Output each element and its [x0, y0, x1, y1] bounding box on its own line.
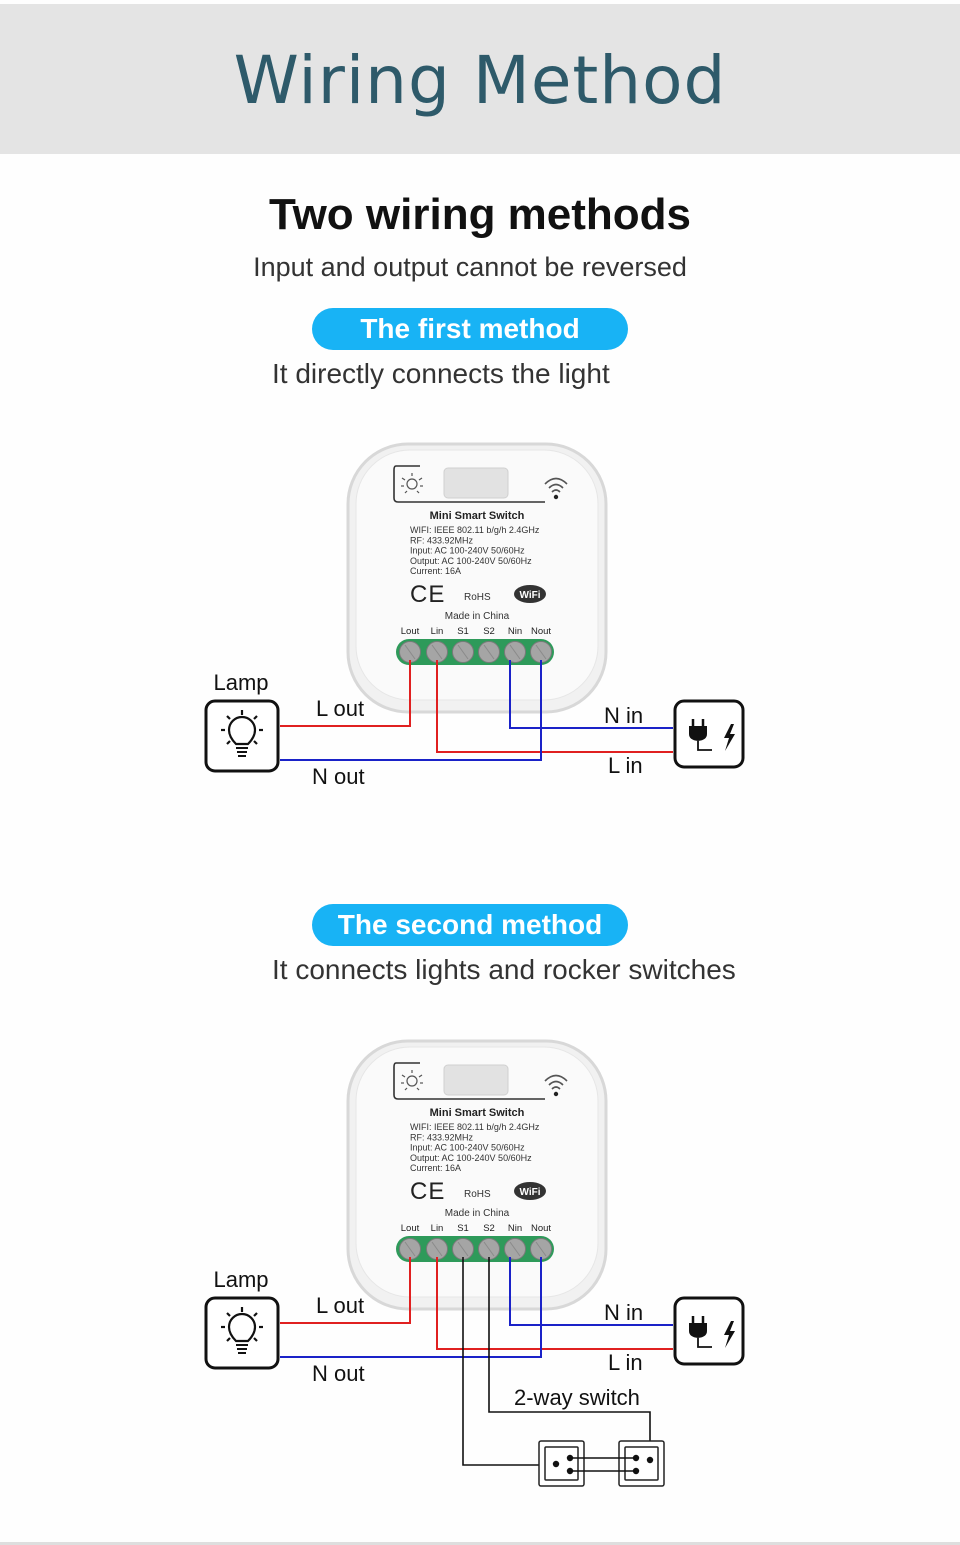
wifi-signal-icon: [544, 1074, 568, 1097]
wire-n-in: [509, 1257, 673, 1326]
lightning-icon: [724, 724, 735, 751]
method-2-description: It connects lights and rocker switches: [272, 954, 736, 985]
l-in-label: L in: [608, 1350, 643, 1375]
terminal-label: Lin: [431, 626, 444, 637]
button-outline: [393, 465, 545, 503]
svg-text:WiFi: WiFi: [519, 590, 540, 601]
two-way-switch-label: 2-way switch: [514, 1385, 640, 1410]
terminal-label: S1: [457, 626, 469, 637]
device-spec-line: Current: 16A: [410, 566, 461, 576]
terminal-label: Lout: [401, 626, 420, 637]
method-1-badge: The first method: [312, 308, 628, 350]
n-in-label: N in: [604, 1300, 643, 1325]
power-source-box: [673, 699, 745, 769]
power-source-box: [673, 1296, 745, 1366]
wire-l-in: [436, 1257, 673, 1350]
header-banner: Wiring Method: [0, 4, 960, 154]
rocker-switch-1: [538, 1440, 585, 1487]
terminal-label: S2: [483, 626, 495, 637]
button-outline: [393, 1062, 545, 1100]
svg-text:WiFi: WiFi: [519, 1187, 540, 1198]
wire-l-out: [280, 1257, 411, 1324]
wire-l-out: [280, 660, 411, 727]
wire-n-out: [280, 1257, 542, 1358]
origin-label: Made in China: [445, 1208, 510, 1219]
l-out-label: L out: [316, 1293, 364, 1318]
n-out-label: N out: [312, 1361, 365, 1386]
section-title: Two wiring methods: [268, 190, 692, 239]
wire-n-out: [280, 660, 542, 761]
device-face: [355, 1046, 599, 1298]
terminal-label: Nin: [508, 626, 522, 637]
lamp-box: [204, 1296, 280, 1370]
l-in-label: L in: [608, 753, 643, 778]
wifi-logo-icon: WiFi: [514, 1182, 546, 1200]
led-window: [443, 1064, 509, 1096]
method-1-description: It directly connects the light: [272, 358, 610, 389]
terminal-label: Nout: [531, 1223, 551, 1234]
rohs-label: RoHS: [464, 1189, 491, 1200]
n-in-label: N in: [604, 703, 643, 728]
wifi-logo-icon: WiFi: [514, 585, 546, 603]
wire-l-in: [436, 660, 673, 753]
device-spec-line: Output: AC 100-240V 50/60Hz: [410, 556, 532, 566]
bulb-indicator-icon: [401, 473, 423, 494]
terminal-label: S1: [457, 1223, 469, 1234]
device-spec-line: Output: AC 100-240V 50/60Hz: [410, 1153, 532, 1163]
device-face: [355, 449, 599, 701]
section-subtitle: Input and output cannot be reversed: [253, 252, 687, 282]
n-out-label: N out: [312, 764, 365, 789]
method-2-badge: The second method: [312, 904, 628, 946]
device-spec-line: WIFI: IEEE 802.11 b/g/h 2.4GHz: [410, 1122, 540, 1132]
wire-s2: [488, 1257, 651, 1449]
terminal-label: Nin: [508, 1223, 522, 1234]
rocker-switch-2: [618, 1440, 665, 1487]
power-plug-icon: [689, 719, 712, 751]
device-spec-line: WIFI: IEEE 802.11 b/g/h 2.4GHz: [410, 525, 540, 535]
light-bulb-icon: [221, 710, 263, 757]
page-title: Wiring Method: [233, 42, 727, 119]
lamp-label: Lamp: [213, 670, 268, 695]
light-bulb-icon: [221, 1307, 263, 1354]
lamp-label: Lamp: [213, 1267, 268, 1292]
device-spec-line: Input: AC 100-240V 50/60Hz: [410, 546, 525, 556]
lightning-icon: [724, 1321, 735, 1348]
lamp-box: [204, 699, 280, 773]
bulb-indicator-icon: [401, 1070, 423, 1091]
device-spec-line: Current: 16A: [410, 1163, 461, 1173]
ce-mark-icon: CE: [410, 1178, 445, 1205]
device-spec-line: RF: 433.92MHz: [410, 535, 474, 545]
l-out-label: L out: [316, 696, 364, 721]
led-window: [443, 467, 509, 499]
terminal-label: Lin: [431, 1223, 444, 1234]
rohs-label: RoHS: [464, 592, 491, 603]
wifi-signal-icon: [544, 477, 568, 500]
device-spec-line: Input: AC 100-240V 50/60Hz: [410, 1143, 525, 1153]
power-plug-icon: [689, 1316, 712, 1348]
ce-mark-icon: CE: [410, 581, 445, 608]
device-name: Mini Smart Switch: [430, 510, 525, 522]
terminal-label: S2: [483, 1223, 495, 1234]
device-spec-line: RF: 433.92MHz: [410, 1132, 474, 1142]
wire-n-in: [509, 660, 673, 729]
origin-label: Made in China: [445, 611, 510, 622]
bottom-divider: [0, 1542, 960, 1545]
wire-s1: [462, 1257, 545, 1466]
terminal-label: Nout: [531, 626, 551, 637]
terminal-label: Lout: [401, 1223, 420, 1234]
device-name: Mini Smart Switch: [430, 1107, 525, 1119]
